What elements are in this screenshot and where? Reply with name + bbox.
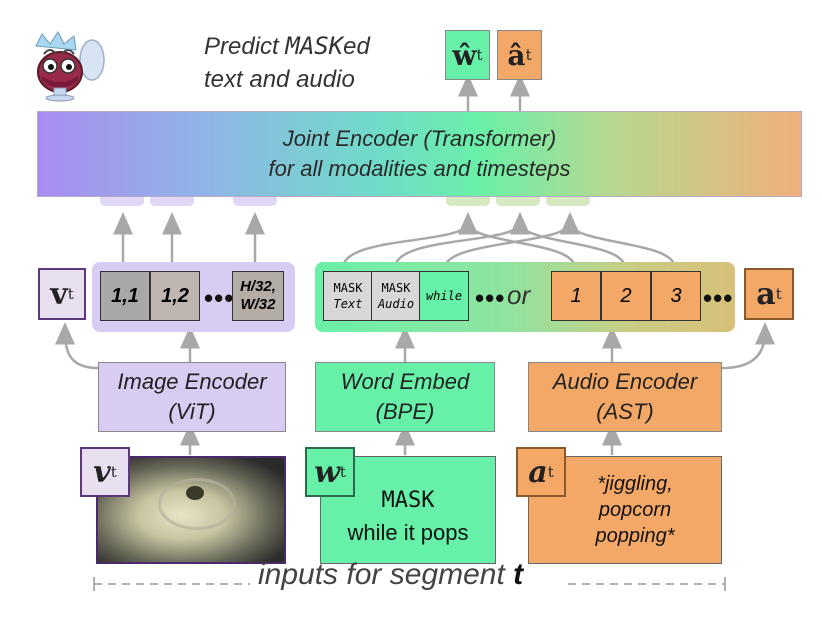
text-input: MASK while it pops — [320, 456, 496, 564]
audio-token-ellipsis: ••• — [703, 283, 734, 313]
image-encoder: Image Encoder(ViT) — [98, 362, 286, 432]
word-token-while: while — [419, 271, 469, 321]
audio-token-1: 1 — [551, 271, 601, 321]
word-embed: Word Embed(BPE) — [315, 362, 495, 432]
image-token-last: H/32,W/32 — [232, 271, 284, 321]
image-token-1-2: 1,2 — [150, 271, 200, 321]
word-token-ellipsis: ••• — [475, 283, 506, 313]
or-label: or — [507, 280, 531, 310]
joint-encoder: Joint Encoder (Transformer) for all moda… — [37, 111, 802, 197]
audio-token-2: 2 — [601, 271, 651, 321]
image-token-ellipsis: ••• — [204, 283, 235, 313]
prediction-prompt: Predict MASKed text and audio — [204, 32, 370, 93]
inputs-caption: inputs for segment t — [258, 558, 524, 591]
mascot-logo — [35, 31, 105, 102]
audio-token-3: 3 — [651, 271, 701, 321]
image-token-panel: 1,1 1,2 ••• H/32,W/32 — [92, 262, 295, 332]
audio-encoder: Audio Encoder(AST) — [528, 362, 722, 432]
image-token-1-1: 1,1 — [100, 271, 150, 321]
